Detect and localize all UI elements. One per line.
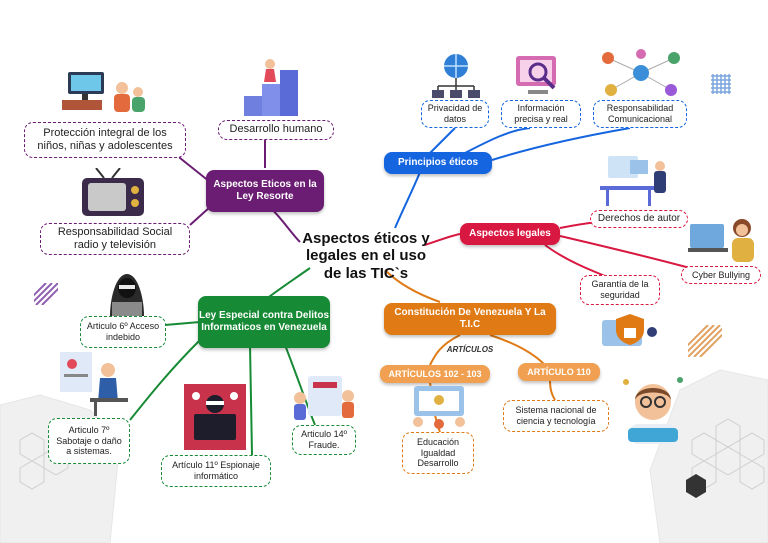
email-fraud-icon bbox=[294, 376, 354, 420]
node-articulo-14[interactable]: Articulo 14º Fraude. bbox=[292, 425, 356, 455]
node-cyber-bullying[interactable]: Cyber Bullying bbox=[681, 266, 761, 284]
articulos-label: ARTÍCULOS bbox=[446, 345, 494, 355]
cyberbully-laptop-icon bbox=[688, 219, 754, 262]
node-proteccion-integral[interactable]: Protección integral de los niños, niñas … bbox=[24, 122, 186, 158]
branch-aspectos-legales[interactable]: Aspectos legales bbox=[460, 223, 560, 245]
stairs-person-icon bbox=[244, 59, 298, 116]
stressed-man-icon bbox=[60, 352, 128, 416]
node-articulos-102-103[interactable]: ARTÍCULOS 102 - 103 bbox=[380, 365, 490, 383]
network-globe-icon bbox=[432, 54, 480, 98]
old-tv-icon bbox=[82, 168, 144, 216]
stripes-decoration-left bbox=[34, 283, 58, 305]
node-garantia-seguridad[interactable]: Garantía de la seguridad bbox=[580, 275, 660, 305]
stripes-decoration-right bbox=[688, 325, 722, 357]
people-network-icon bbox=[602, 49, 680, 96]
branch-ley-resorte[interactable]: Aspectos Eticos en la Ley Resorte bbox=[206, 170, 324, 212]
node-educacion-igualdad[interactable]: Educación Igualdad Desarrollo bbox=[402, 432, 474, 474]
branch-principios-eticos[interactable]: Principios éticos bbox=[384, 152, 492, 174]
node-articulo-6[interactable]: Articulo 6º Acceso indebido bbox=[80, 316, 166, 348]
node-sistema-nacional[interactable]: Sistema nacional de ciencia y tecnología bbox=[503, 400, 609, 432]
node-articulo-110[interactable]: ARTÍCULO 110 bbox=[518, 363, 600, 381]
tv-family-icon bbox=[62, 72, 145, 112]
node-desarrollo-humano[interactable]: Desarrollo humano bbox=[218, 120, 334, 140]
node-privacidad-datos[interactable]: Privacidad de datos bbox=[421, 100, 489, 128]
node-articulo-7[interactable]: Articulo 7º Sabotaje o daño a sistemas. bbox=[48, 418, 130, 464]
node-articulo-11[interactable]: Artículo 11º Espionaje informático bbox=[161, 455, 271, 487]
node-informacion-precisa[interactable]: Información precisa y real bbox=[501, 100, 581, 128]
spy-computer-icon bbox=[184, 384, 246, 450]
hacker-icon bbox=[110, 274, 144, 316]
office-desk-icon bbox=[600, 156, 666, 206]
lock-shield-icon bbox=[602, 314, 657, 346]
node-responsabilidad-comunicacional[interactable]: Responsabilidad Comunicacional bbox=[593, 100, 687, 128]
magnifier-screen-icon bbox=[516, 56, 556, 94]
node-derechos-autor[interactable]: Derechos de autor bbox=[590, 210, 688, 228]
branch-constitucion[interactable]: Constitución De Venezuela Y La T.I.C bbox=[384, 303, 556, 335]
dark-hexagon bbox=[686, 474, 706, 498]
node-responsabilidad-social[interactable]: Responsabilidad Social radio y televisió… bbox=[40, 223, 190, 255]
central-topic: Aspectos éticos y legales en el uso de l… bbox=[302, 230, 430, 282]
branch-ley-delitos[interactable]: Ley Especial contra Delitos Informaticos… bbox=[198, 296, 330, 348]
education-screen-icon bbox=[413, 386, 465, 429]
stripes-decoration-top-right bbox=[711, 74, 731, 94]
scientist-icon bbox=[623, 377, 683, 444]
